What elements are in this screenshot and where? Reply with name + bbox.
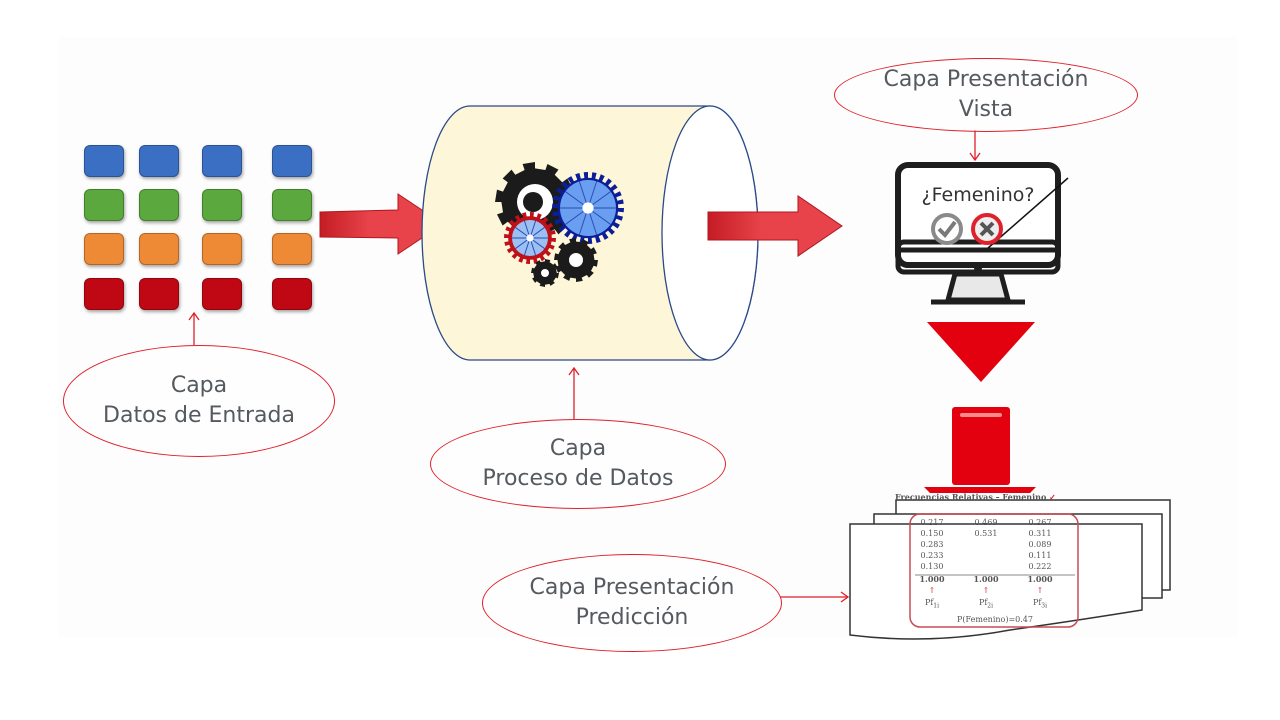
- gear-red: [504, 212, 556, 264]
- label-input-line1: Capa: [170, 373, 228, 398]
- flow-arrow-process-to-view: [707, 195, 843, 257]
- monitor-question: ¿Femenino?: [921, 184, 1035, 206]
- data-tile-red: [272, 278, 312, 310]
- answer-icons: [931, 213, 1003, 245]
- data-tile-orange: [202, 233, 242, 265]
- label-process-layer: Capa Proceso de Datos: [430, 419, 726, 509]
- data-tile-blue: [202, 145, 242, 177]
- label-view-line2: Vista: [958, 97, 1014, 122]
- frequency-value: 0.311: [1028, 529, 1052, 538]
- arrow-up-icon: ↑: [928, 586, 936, 595]
- frequency-value: 0.283: [920, 540, 944, 549]
- probability-label: Pf3i: [1032, 598, 1048, 610]
- frequency-total: 1.000: [1027, 574, 1053, 584]
- data-tile-green: [202, 189, 242, 221]
- label-prediction-layer: Capa Presentación Predicción: [482, 554, 782, 652]
- down-arrow-head: [927, 322, 1035, 382]
- label-input-layer: Capa Datos de Entrada: [63, 345, 335, 457]
- data-tile-red: [84, 278, 124, 310]
- data-tile-green: [84, 189, 124, 221]
- frequency-value: 0.267: [1028, 518, 1052, 527]
- label-prediction-line2: Predicción: [575, 605, 689, 630]
- arrow-up-icon: ↑: [1036, 586, 1044, 595]
- frequency-total: 1.000: [919, 574, 945, 584]
- frequency-value: 0.531: [974, 529, 998, 538]
- frequency-value: 0.217: [920, 518, 944, 527]
- label-process-line2: Proceso de Datos: [482, 466, 674, 491]
- flow-arrow-input-to-process: [319, 193, 444, 255]
- data-tile-red: [202, 278, 242, 310]
- data-tile-orange: [84, 233, 124, 265]
- probability-label: Pf2i: [978, 598, 994, 610]
- frequency-value: 0.233: [920, 551, 944, 560]
- label-view-layer: Capa Presentación Vista: [834, 58, 1138, 132]
- frequency-value: 0.130: [920, 562, 944, 571]
- data-tile-red: [139, 278, 179, 310]
- probability-label: Pf1i: [924, 598, 940, 610]
- data-tile-blue: [139, 145, 179, 177]
- arrow-up-icon: ↑: [982, 586, 990, 595]
- x-circle-icon: [971, 213, 1003, 245]
- gear-black-small-right: [554, 238, 598, 282]
- document-title-text: Frecuencias Relativas – Femenino: [895, 492, 1047, 502]
- data-tile-blue: [272, 145, 312, 177]
- data-tile-green: [139, 189, 179, 221]
- label-prediction-line1: Capa Presentación: [529, 575, 735, 600]
- prediction-result: P(Femenino)=0.47: [957, 615, 1033, 624]
- data-tile-green: [272, 189, 312, 221]
- data-tile-orange: [272, 233, 312, 265]
- data-tile-blue: [84, 145, 124, 177]
- frequency-value: 0.111: [1028, 551, 1052, 560]
- frequency-value: 0.222: [1028, 562, 1052, 571]
- frequency-value: 0.469: [974, 518, 998, 527]
- document-title: Frecuencias Relativas – Femenino ✓: [895, 492, 1056, 502]
- label-process-line1: Capa: [549, 436, 607, 461]
- label-input-line2: Datos de Entrada: [103, 403, 295, 428]
- label-view-line1: Capa Presentación: [883, 67, 1089, 92]
- down-arrow-shaft: [924, 407, 1036, 493]
- data-tile-orange: [139, 233, 179, 265]
- check-mark-icon: ✓: [1049, 492, 1056, 502]
- frequency-total: 1.000: [973, 574, 999, 584]
- gear-blue: [552, 172, 624, 244]
- document-stack: [849, 499, 1171, 640]
- frequency-value: 0.089: [1028, 540, 1052, 549]
- gear-black-hub: [523, 192, 543, 212]
- frequency-value: 0.150: [920, 529, 944, 538]
- gear-black-small-bottom: [531, 259, 559, 287]
- gears-icon: [495, 162, 624, 287]
- check-circle-icon: [931, 213, 963, 245]
